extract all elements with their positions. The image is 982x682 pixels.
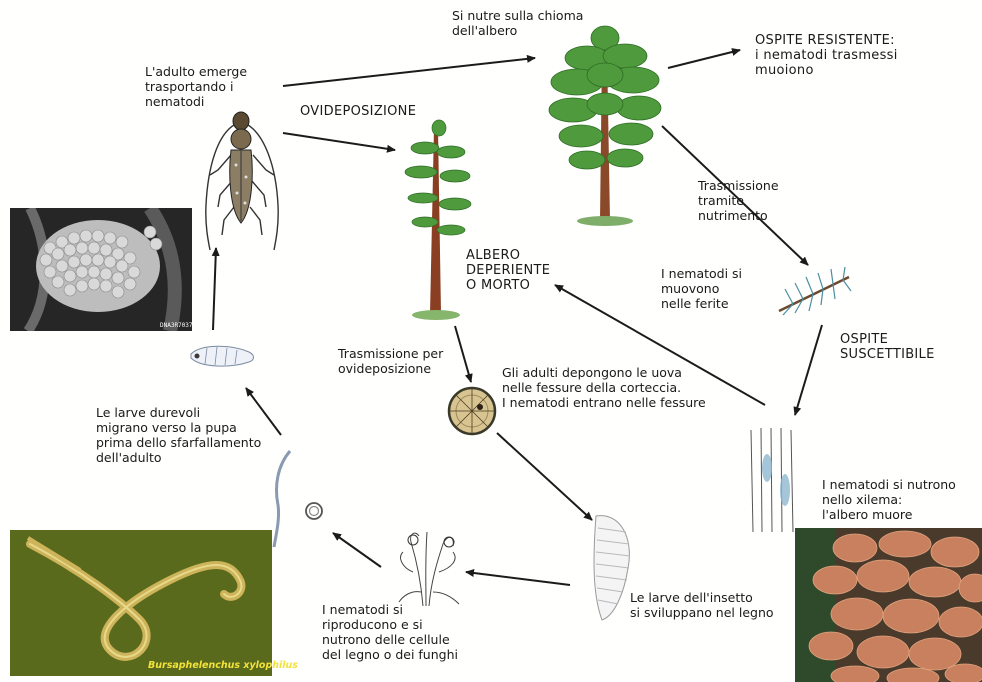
- dying-tree-illustration: [403, 118, 475, 324]
- label-wounds: I nematodi si muovono nelle ferite: [661, 266, 742, 311]
- photo-stamp: DNA3R7037: [160, 322, 193, 329]
- label-nematodes-reproduce: I nematodi si riproducono e si nutrono d…: [322, 602, 458, 662]
- label-eggs-in-bark: Gli adulti depongono le uova nelle fessu…: [502, 365, 706, 410]
- label-feeds-crown: Si nutre sulla chioma dell'albero: [452, 8, 583, 38]
- bark-cross-section-illustration: [446, 385, 498, 437]
- label-dying-tree: ALBERO DEPERIENTE O MORTO: [466, 248, 550, 293]
- label-oviposition: OVIDEPOSIZIONE: [300, 104, 416, 119]
- species-caption: Bursaphelenchus xylophilus: [148, 660, 298, 671]
- label-oviposition-transmission: Trasmissione per ovideposizione: [338, 346, 443, 376]
- dead-pine-photo: [795, 528, 982, 682]
- label-insect-larvae: Le larve dell'insetto si sviluppano nel …: [630, 590, 774, 620]
- label-adult-emerges: L'adulto emerge trasportando i nematodi: [145, 64, 247, 109]
- label-feeding-transmission: Trasmissione tramite nutrimento: [698, 178, 779, 223]
- durable-larvae-illustration: [268, 445, 330, 549]
- nematode-micrograph-photo: [10, 208, 192, 331]
- arrow-pupa-to-adult: [213, 248, 216, 330]
- label-resistant-host: OSPITE RESISTENTE: i nematodi trasmessi …: [755, 33, 898, 78]
- arrow-beetle-to-crown: [283, 58, 535, 86]
- arrow-tree-to-bark-disk: [455, 326, 471, 382]
- xylem-section-illustration: [747, 428, 799, 534]
- pine-twig-illustration: [773, 263, 855, 321]
- nematode-photo: [10, 530, 272, 676]
- pine-sawyer-beetle-illustration: [198, 95, 286, 253]
- arrow-twig-to-xylem: [795, 325, 822, 415]
- label-xylem-feeding: I nematodi si nutrono nello xilema: l'al…: [822, 477, 956, 522]
- label-susceptible-host: OSPITE SUSCETTIBILE: [840, 332, 935, 362]
- arrow-nematodes-to-durable-larvae: [333, 533, 381, 567]
- nematodes-reproducing-illustration: [393, 522, 467, 608]
- arrow-beetle-to-oviposition: [283, 133, 395, 150]
- feeding-pine-tree-illustration: [547, 20, 665, 230]
- pupa-illustration: [183, 338, 263, 372]
- arrow-crown-to-resistant: [668, 50, 740, 68]
- arrow-larva-to-nematodes: [466, 572, 570, 585]
- label-durable-larvae: Le larve durevoli migrano verso la pupa …: [96, 405, 261, 465]
- arrow-bark-to-larva: [497, 433, 592, 520]
